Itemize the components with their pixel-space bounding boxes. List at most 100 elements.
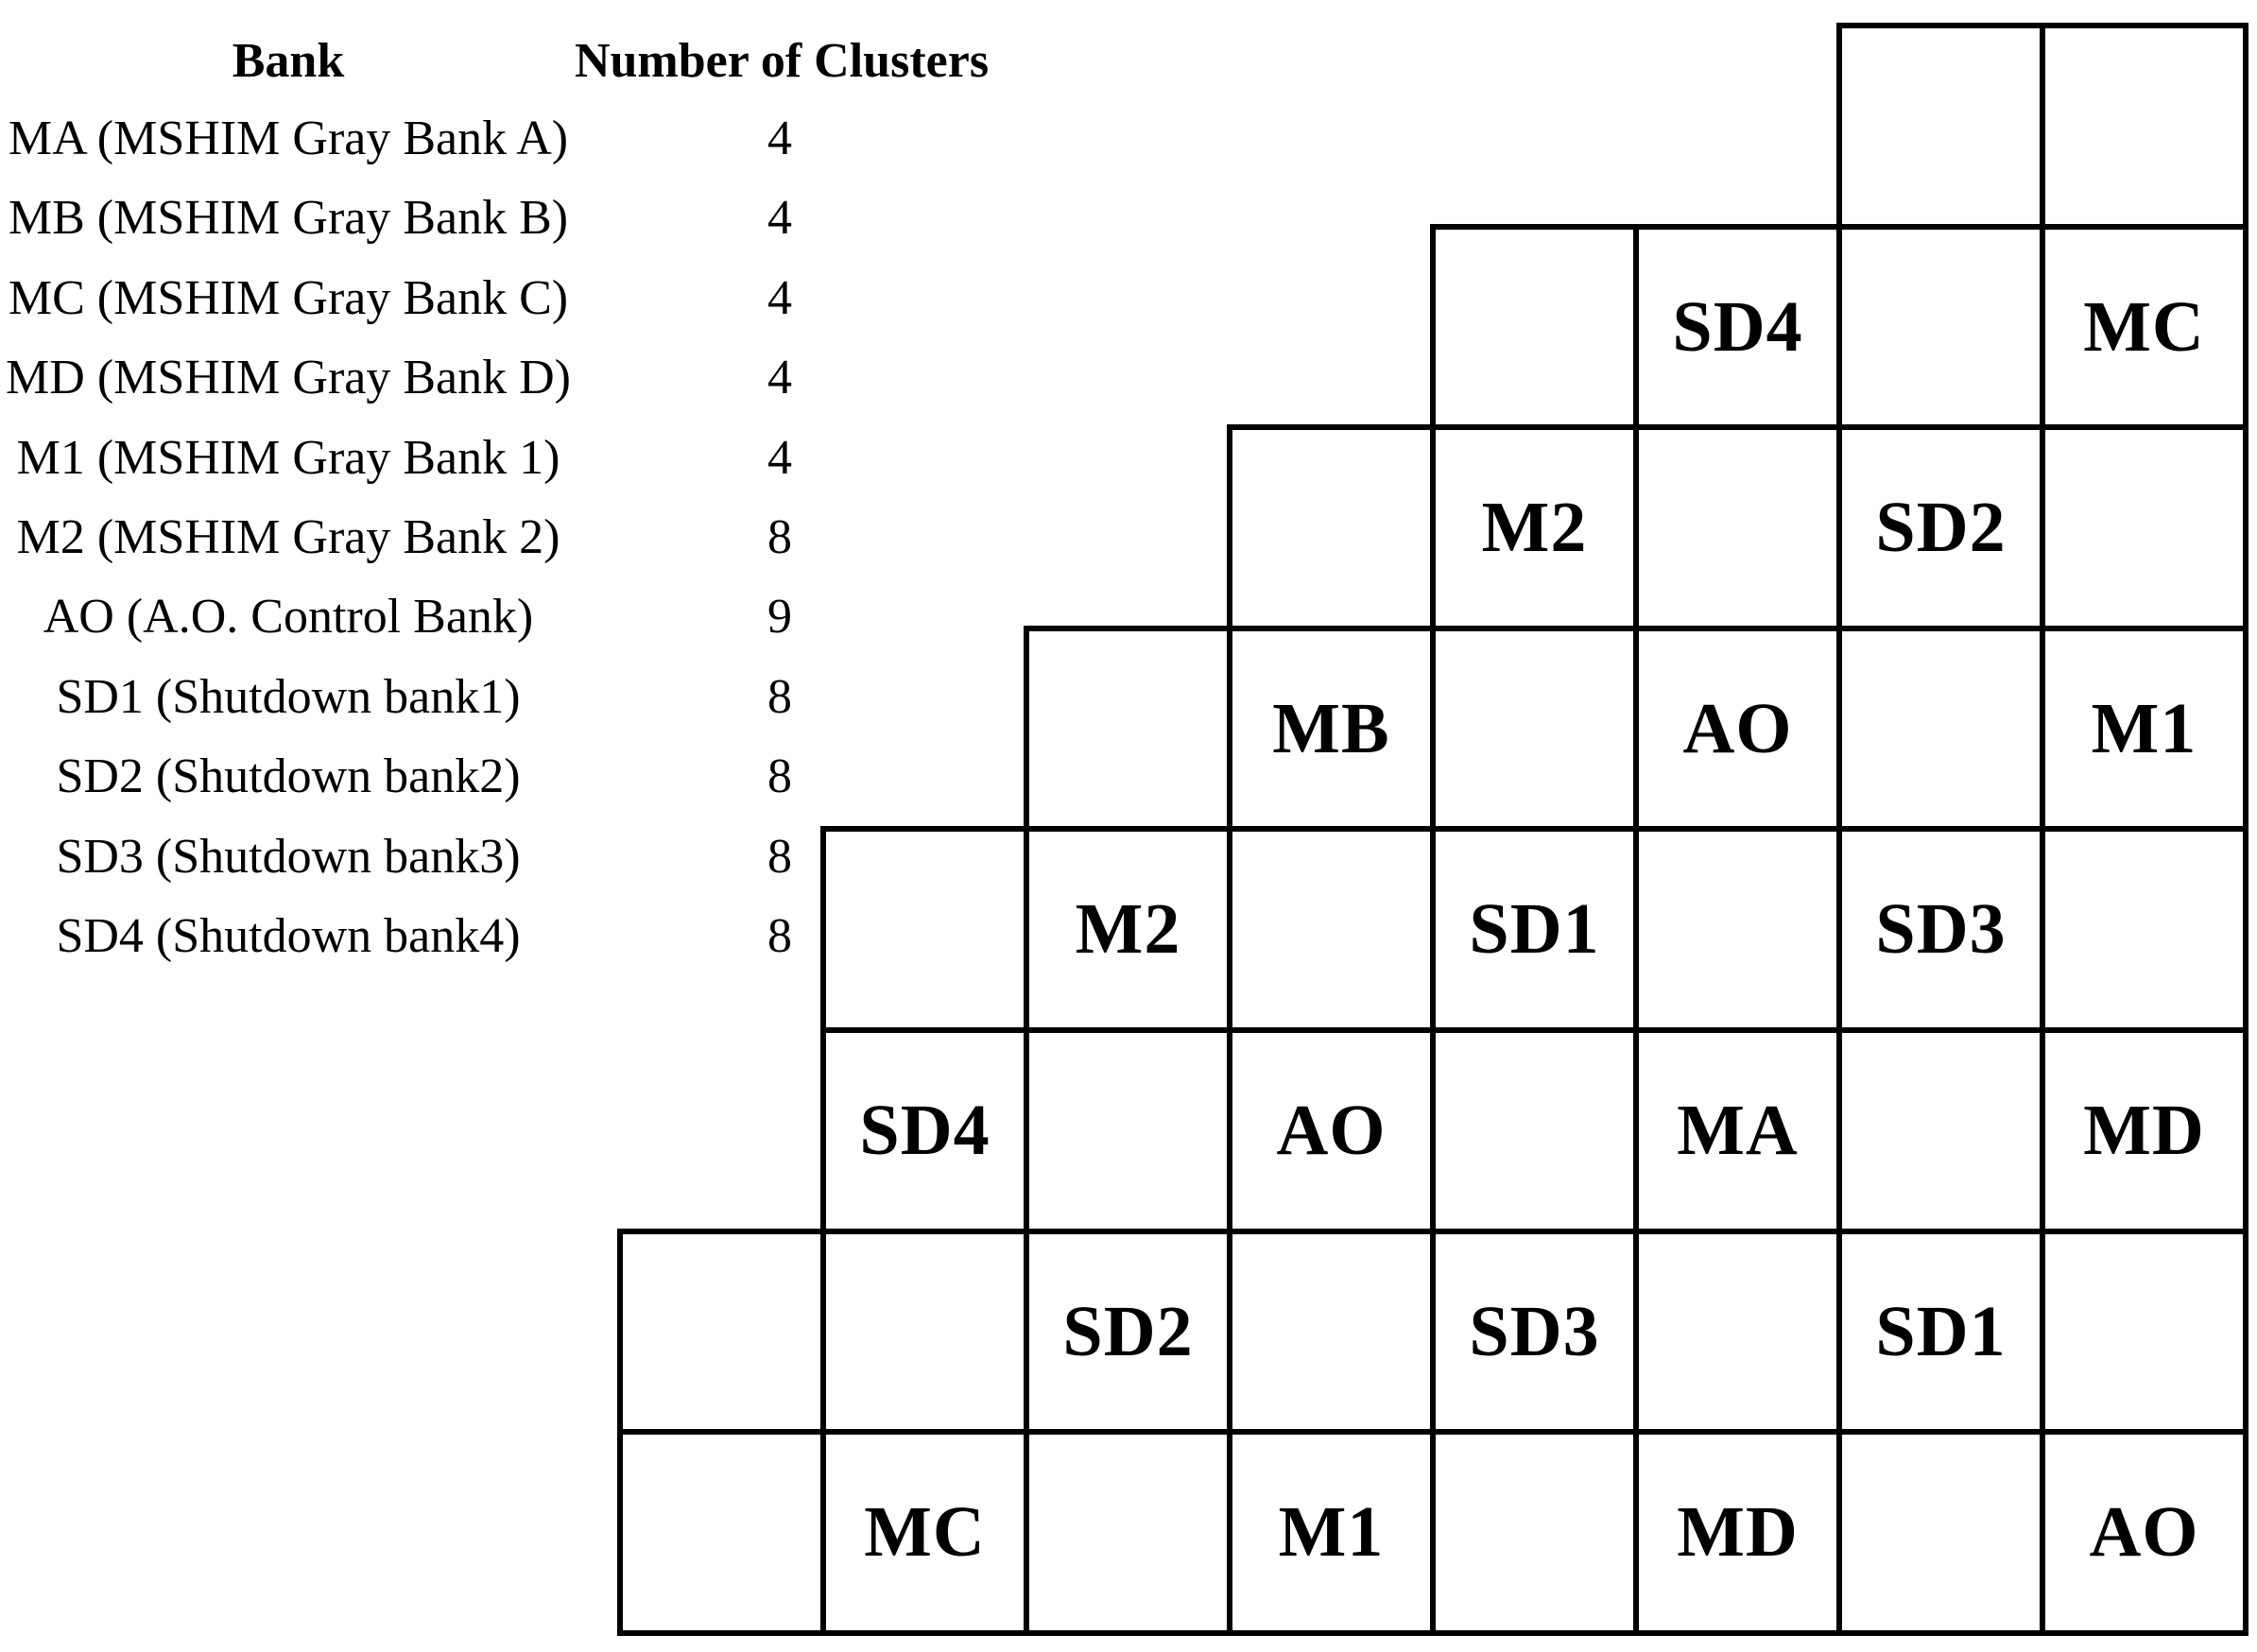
bank-label: MD (2083, 1091, 2205, 1170)
bank-label: SD2 (1875, 488, 2007, 567)
bank-name: AO (A.O. Control Bank) (43, 589, 534, 644)
core-map-cell-empty (617, 1429, 826, 1636)
core-map-cell-empty (1836, 1429, 2045, 1636)
bank-label: AO (1276, 1091, 1387, 1170)
core-map-cell-empty (2040, 424, 2248, 631)
core-map-cell-sd1: SD1 (1430, 826, 1639, 1033)
core-map-cell-m2: M2 (1024, 826, 1232, 1033)
core-map-cell-sd1: SD1 (1836, 1229, 2045, 1435)
core-map-cell-empty (1633, 1229, 1842, 1435)
core-map-cell-empty (1430, 1027, 1639, 1234)
bank-name: SD1 (Shutdown bank1) (56, 669, 521, 724)
cluster-count: 8 (767, 749, 792, 803)
bank-label: M2 (1075, 889, 1181, 969)
bank-name: MB (MSHIM Gray Bank B) (8, 190, 569, 245)
bank-name: SD4 (Shutdown bank4) (56, 908, 521, 963)
bank-table-row: MD (MSHIM Gray Bank D) 4 (0, 336, 1040, 418)
bank-name: SD3 (Shutdown bank3) (56, 829, 521, 884)
cluster-count: 4 (767, 350, 792, 404)
core-map-cell-empty (1024, 1027, 1232, 1234)
cluster-count: 4 (767, 430, 792, 485)
core-map-cell-ao: AO (2040, 1429, 2248, 1636)
bank-table-row: MA (MSHIM Gray Bank A) 4 (0, 97, 1040, 179)
core-map-cell-empty (2040, 1229, 2248, 1435)
core-map-cell-empty (1633, 424, 1842, 631)
bank-label: MB (1272, 688, 1390, 768)
cluster-count: 9 (767, 589, 792, 644)
bank-label: SD2 (1062, 1291, 1194, 1371)
core-map-cell-empty (1430, 1429, 1639, 1636)
core-map-cell-empty (1836, 23, 2045, 230)
core-map-cell-ma: MA (1633, 1027, 1842, 1234)
core-map-cell-empty (1024, 626, 1232, 832)
core-map-cell-ao: AO (1633, 626, 1842, 832)
core-map-cell-sd4: SD4 (1633, 224, 1842, 430)
cluster-count: 4 (767, 111, 792, 165)
core-map-cell-empty (2040, 23, 2248, 230)
core-map-cell-empty (2040, 826, 2248, 1033)
bank-table-row: MB (MSHIM Gray Bank B) 4 (0, 177, 1040, 258)
core-map-cell-empty (1024, 1429, 1232, 1636)
bank-label: SD1 (1875, 1291, 2007, 1371)
core-map-cell-ao: AO (1227, 1027, 1436, 1234)
bank-table-row: SD2 (Shutdown bank2) 8 (0, 735, 1040, 817)
bank-label: SD4 (1672, 286, 1803, 367)
core-map-cell-sd3: SD3 (1836, 826, 2045, 1033)
bank-table-row: SD1 (Shutdown bank1)8 (0, 656, 1040, 737)
bank-table-row: MC (MSHIM Gray Bank C) 4 (0, 257, 1040, 338)
bank-label: MD (1677, 1492, 1799, 1572)
core-map-cell-empty (1227, 424, 1436, 631)
bank-label: MC (2083, 286, 2205, 367)
bank-label: SD4 (859, 1091, 991, 1170)
cluster-count: 8 (767, 908, 792, 963)
bank-label: SD3 (1875, 889, 2007, 969)
core-map-cell-empty (1836, 1027, 2045, 1234)
cluster-count: 8 (767, 509, 792, 564)
core-map-cell-mc: MC (2040, 224, 2248, 430)
core-map-cell-empty (1430, 224, 1639, 430)
bank-label: M1 (1278, 1492, 1385, 1572)
core-map-cell-md: MD (1633, 1429, 1842, 1636)
bank-label: M1 (2091, 688, 2197, 768)
bank-label: AO (1682, 688, 1793, 768)
core-map-cell-empty (1633, 826, 1842, 1033)
bank-label: M2 (1481, 488, 1588, 567)
core-map-cell-m1: M1 (2040, 626, 2248, 832)
bank-label: SD3 (1469, 1291, 1600, 1371)
core-map-cell-mb: MB (1227, 626, 1436, 832)
core-map-cell-empty (1836, 224, 2045, 430)
core-map-cell-empty (820, 826, 1029, 1033)
cluster-count: 4 (767, 190, 792, 245)
bank-label: SD1 (1469, 889, 1600, 969)
core-map-cell-empty (617, 1229, 826, 1435)
core-map-cell-empty (1430, 626, 1639, 832)
core-map-cell-empty (1836, 626, 2045, 832)
core-map-cell-sd2: SD2 (1024, 1229, 1232, 1435)
bank-name: MA (MSHIM Gray Bank A) (8, 111, 569, 165)
bank-table-row: M2 (MSHIM Gray Bank 2) 8 (0, 496, 1040, 577)
core-map-cell-mc: MC (820, 1429, 1029, 1636)
bank-name: M2 (MSHIM Gray Bank 2) (16, 509, 560, 564)
bank-name: SD2 (Shutdown bank2) (56, 749, 521, 803)
core-map-cell-m1: M1 (1227, 1429, 1436, 1636)
bank-table-row: AO (A.O. Control Bank) 9 (0, 576, 1040, 657)
bank-table: Bank Number of Clusters MA (MSHIM Gray B… (0, 0, 1040, 1002)
bank-label: MC (864, 1492, 986, 1572)
bank-name: M1 (MSHIM Gray Bank 1) (16, 430, 560, 485)
bank-name: MD (MSHIM Gray Bank D) (6, 350, 571, 404)
bank-table-row: SD3 (Shutdown bank3)8 (0, 816, 1040, 897)
cluster-count: 4 (767, 270, 792, 325)
core-map-cell-sd3: SD3 (1430, 1229, 1639, 1435)
bank-name: MC (MSHIM Gray Bank C) (8, 270, 569, 325)
bank-table-header: Bank Number of Clusters (0, 20, 1040, 101)
bank-table-row: M1 (MSHIM Gray Bank 1) 4 (0, 417, 1040, 498)
core-map-cell-md: MD (2040, 1027, 2248, 1234)
bank-column-header: Bank (232, 33, 345, 88)
bank-label: MA (1677, 1091, 1799, 1170)
core-map-cell-m2: M2 (1430, 424, 1639, 631)
core-map-cell-sd2: SD2 (1836, 424, 2045, 631)
core-map-cell-empty (1227, 826, 1436, 1033)
core-map-cell-empty (820, 1229, 1029, 1435)
